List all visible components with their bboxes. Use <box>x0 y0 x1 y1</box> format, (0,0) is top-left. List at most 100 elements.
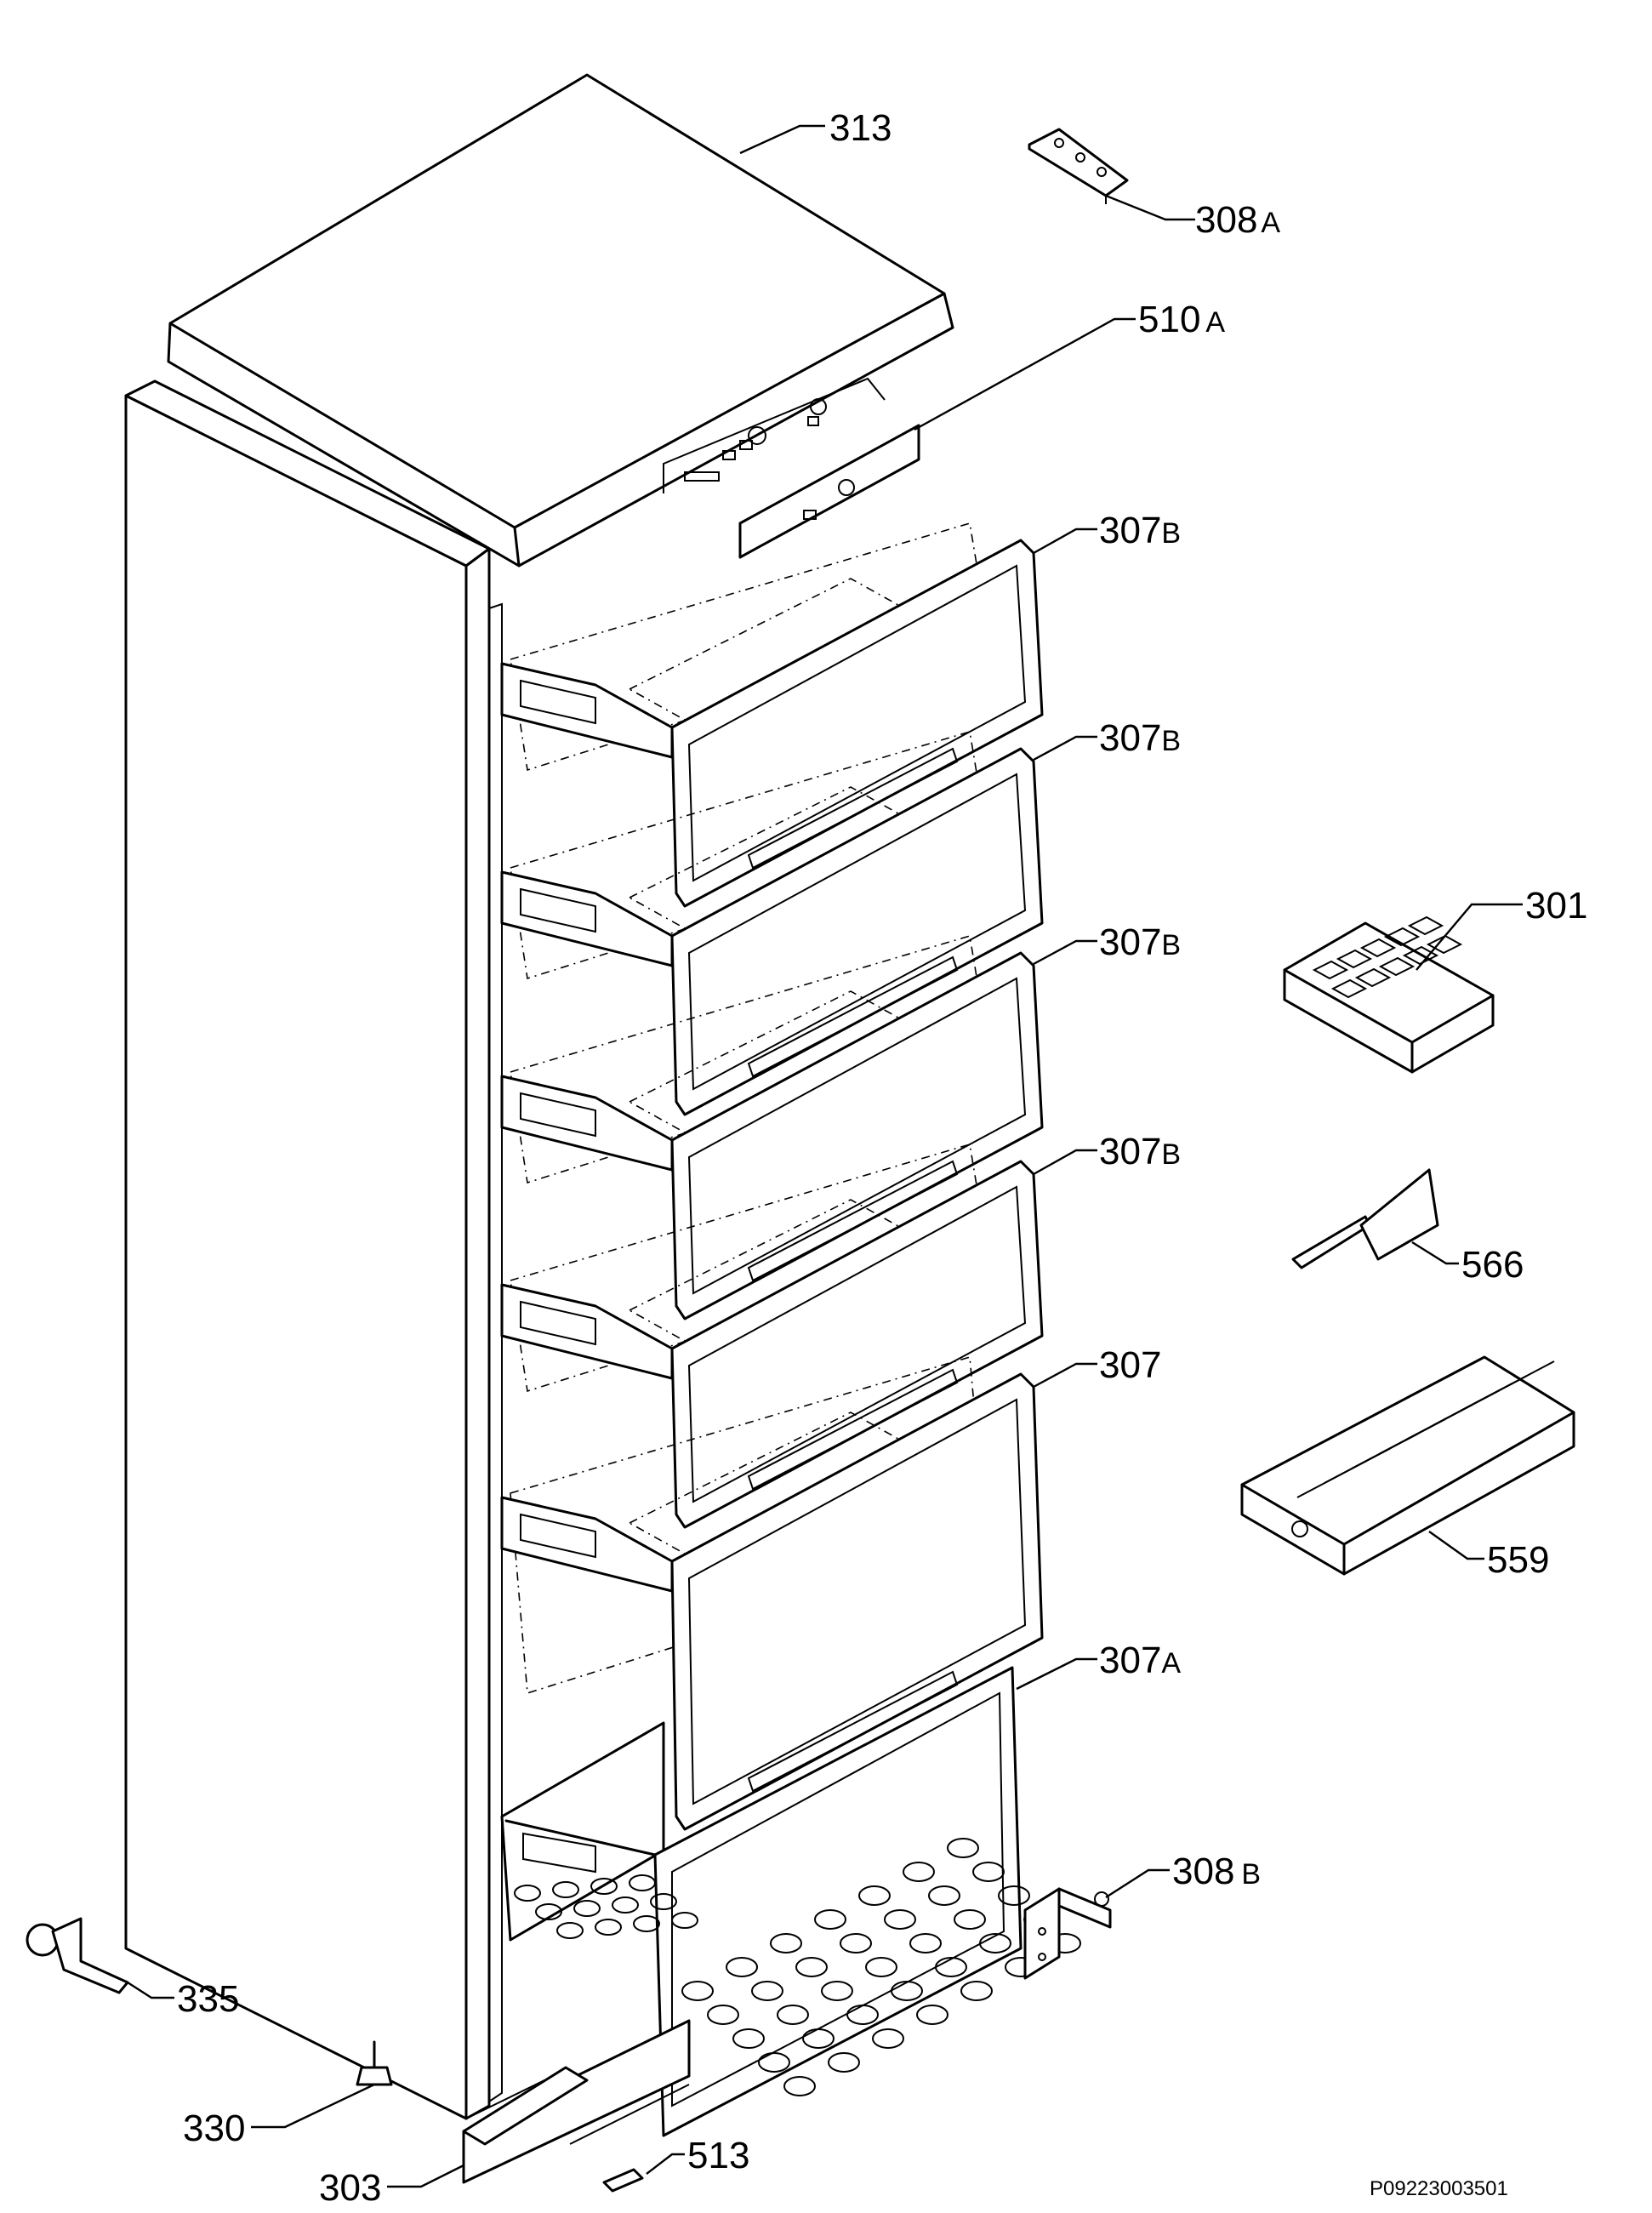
basket-dimple <box>770 1933 802 1953</box>
basket-dimple <box>916 2005 948 2025</box>
basket-dimple <box>795 1957 828 1977</box>
control-panel <box>738 424 920 559</box>
basket-dimple <box>814 1909 846 1930</box>
label-566: 566 <box>1461 1244 1524 1286</box>
basket-dimple <box>909 1933 942 1953</box>
label-335: 335 <box>177 1978 239 2020</box>
drawer-front <box>670 951 1044 1320</box>
label-307a: 307A <box>1099 1640 1181 1681</box>
basket-dimple <box>903 1862 935 1882</box>
bottom-basket <box>500 1666 1081 2137</box>
basket-dimple <box>650 1893 677 1910</box>
drawer-side <box>500 1283 674 1380</box>
label-307b-2: 307B <box>1099 717 1181 759</box>
basket-dimple <box>612 1896 639 1914</box>
drawer-inner-outline <box>510 1355 988 1695</box>
basket-dimple <box>595 1919 622 1936</box>
label-307b-3: 307B <box>1099 921 1181 963</box>
drawer-3 <box>500 934 1044 1320</box>
ice-cell <box>1383 927 1421 947</box>
basket-dimple <box>552 1881 579 1898</box>
drawer-side <box>500 662 674 759</box>
basket-dimple <box>960 1981 993 2001</box>
drawer-front-slot <box>747 747 959 870</box>
cabinet-body <box>124 379 545 2120</box>
ice-cell <box>1402 945 1439 966</box>
drawer-front <box>670 1160 1044 1529</box>
label-330: 330 <box>183 2107 245 2149</box>
drawer-front-inner <box>687 564 1027 882</box>
basket-dimple <box>884 1909 916 1930</box>
basket-dimple <box>979 1933 1011 1953</box>
drawer-front <box>670 1372 1044 1831</box>
basket-dimple <box>573 1900 601 1917</box>
drawer-stack <box>500 522 1044 1831</box>
basket-dimple <box>590 1878 618 1895</box>
label-307b-1: 307B <box>1099 510 1181 551</box>
basket-dimple <box>681 1981 714 2001</box>
basket-dimple <box>514 1885 541 1902</box>
drawer-front-inner <box>687 977 1027 1295</box>
basket-dimple <box>802 2028 835 2049</box>
basket-dimple <box>726 1957 758 1977</box>
basket-dimple <box>629 1874 656 1891</box>
drawing-code: P09223003501 <box>1370 2177 1508 2200</box>
drawer-side <box>500 1496 674 1593</box>
basket-dimple <box>928 1885 960 1906</box>
drawer-front-slot <box>747 1160 959 1282</box>
label-559: 559 <box>1487 1539 1549 1581</box>
drawer-side <box>500 870 674 967</box>
basket-dimple <box>840 1933 872 1953</box>
ice-cell <box>1330 978 1368 999</box>
ice-cell <box>1336 949 1373 969</box>
drawer-handle <box>520 679 596 725</box>
basket-dimple <box>556 1922 584 1939</box>
drawer-handle <box>520 1092 596 1138</box>
ice-cell <box>1312 960 1349 980</box>
label-301: 301 <box>1525 885 1587 927</box>
drawer-handle <box>520 1513 596 1559</box>
plinth <box>462 2019 691 2184</box>
basket-dimple <box>972 1862 1005 1882</box>
drawer-2 <box>500 730 1044 1116</box>
basket-dimple <box>758 2052 790 2073</box>
drawer-front-inner <box>687 1185 1027 1503</box>
top-cover <box>167 73 954 568</box>
basket-dimple <box>998 1885 1030 1906</box>
basket-dimple <box>891 1981 923 2001</box>
ice-cell <box>1354 967 1392 988</box>
hinge-bottom <box>1023 1887 1112 1980</box>
bracket-foot <box>26 1917 129 1994</box>
drawer-front-inner <box>687 1398 1027 1805</box>
ice-cell <box>1359 938 1397 958</box>
label-303: 303 <box>319 2167 381 2209</box>
basket-dimple <box>865 1957 897 1977</box>
ice-cell <box>1378 956 1416 977</box>
accumulator-rib <box>1460 1360 1555 1412</box>
ice-cell <box>1407 915 1444 936</box>
basket-dimple <box>671 1912 698 1929</box>
adjustable-foot <box>356 2040 393 2086</box>
label-307: 307 <box>1099 1344 1161 1386</box>
drawer-1 <box>500 522 1044 908</box>
label-313: 313 <box>829 107 892 149</box>
leader-lines <box>127 124 1523 2188</box>
basket-dimple <box>872 2028 904 2049</box>
ice-scraper <box>1291 1168 1439 1269</box>
drawer-front <box>670 539 1044 908</box>
basket-dimple <box>935 1957 967 1977</box>
basket-dimple <box>846 2005 879 2025</box>
drawer-side <box>500 1075 674 1172</box>
drawer-front-slot <box>747 1670 959 1793</box>
basket-dimple <box>947 1838 979 1858</box>
drawer-4 <box>500 1143 1044 1529</box>
basket-dimple <box>821 1981 853 2001</box>
basket-dimple <box>751 1981 783 2001</box>
basket-dimple <box>633 1915 660 1932</box>
